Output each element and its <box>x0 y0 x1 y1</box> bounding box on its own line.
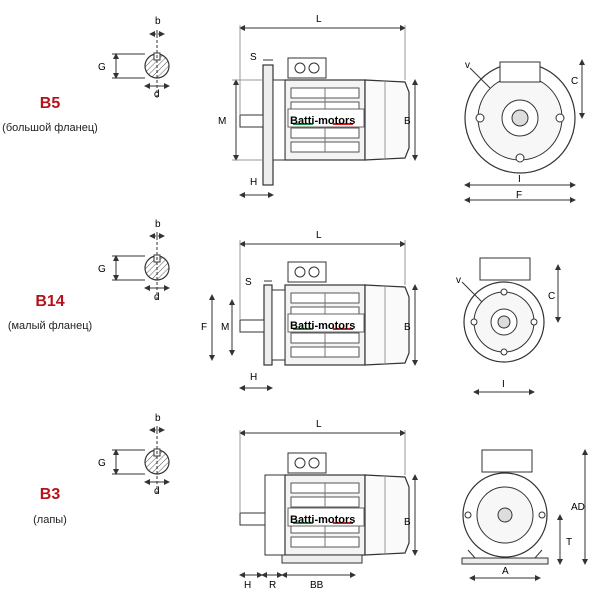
b3-brand-label: Batti-motors <box>290 514 355 526</box>
b5-side-view <box>232 25 418 198</box>
b5-label-g: G <box>98 62 106 73</box>
b14-label-b-side: B <box>404 322 411 333</box>
b3-label-bb: BB <box>310 580 324 591</box>
section-b14-code: B14 <box>35 293 65 310</box>
b5-label-l: L <box>316 14 322 25</box>
b5-label-s: S <box>250 52 257 63</box>
b14-label-c: C <box>548 291 555 302</box>
b5-label-i: I <box>518 174 521 185</box>
b14-label-l: L <box>316 230 322 241</box>
b14-side-view <box>209 240 418 391</box>
b3-label-a: A <box>502 566 509 577</box>
b14-label-h: H <box>250 372 257 383</box>
b5-label-b: b <box>155 16 161 27</box>
b5-label-m: M <box>218 116 226 127</box>
b5-label-c: C <box>571 76 578 87</box>
b3-label-h: H <box>244 580 251 591</box>
b14-label-f: F <box>201 322 207 333</box>
b14-front-view <box>461 257 561 395</box>
b14-label-g: G <box>98 264 106 275</box>
b3-shaft-section <box>112 426 170 496</box>
section-b3-subtitle: (лапы) <box>33 514 67 526</box>
section-b5-subtitle: (большой фланец) <box>2 122 98 134</box>
b14-label-b: b <box>155 219 161 230</box>
b14-label-i: I <box>502 379 505 390</box>
b3-label-l: L <box>316 419 322 430</box>
b5-label-b-side: B <box>404 116 411 127</box>
b3-label-r: R <box>269 580 276 591</box>
b3-front-view <box>461 449 588 581</box>
b14-brand-label: Batti-motors <box>290 320 355 332</box>
b3-label-t: T <box>566 537 572 548</box>
b3-label-b-side: B <box>404 517 411 528</box>
b3-label-g: G <box>98 458 106 469</box>
b3-label-ad: AD <box>571 502 585 513</box>
b5-label-v: v <box>465 60 470 71</box>
b14-label-v: v <box>456 275 461 286</box>
b14-label-m: M <box>221 322 229 333</box>
b5-label-f: F <box>516 190 522 201</box>
b14-shaft-section <box>112 232 170 302</box>
b5-label-h: H <box>250 177 257 188</box>
b3-side-view <box>239 430 418 578</box>
b5-front-view <box>464 59 585 203</box>
b14-label-d: d <box>154 292 160 303</box>
b3-label-b: b <box>155 413 161 424</box>
b5-shaft-section <box>112 30 170 100</box>
section-b14-subtitle: (малый фланец) <box>7 320 93 332</box>
section-b5-code: B5 <box>39 95 61 112</box>
section-b3-code: B3 <box>39 486 61 503</box>
b5-brand-label: Batti-motors <box>290 115 355 127</box>
b14-label-s: S <box>245 277 252 288</box>
b3-label-d: d <box>154 486 160 497</box>
b5-label-d: d <box>154 89 160 100</box>
